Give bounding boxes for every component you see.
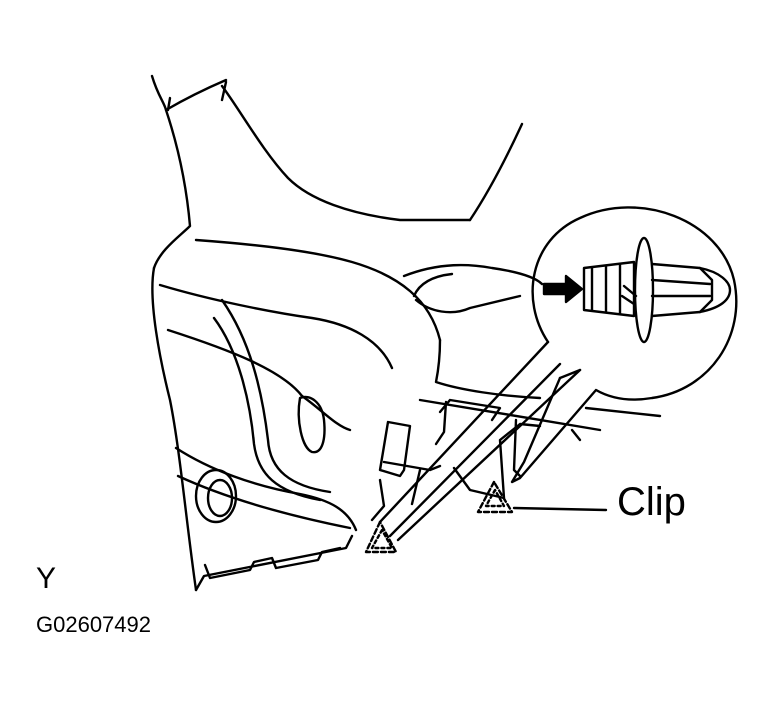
pillar-outline xyxy=(150,74,524,270)
clip-marker-right xyxy=(476,480,514,514)
clip-leader-line xyxy=(512,506,608,512)
clip-label: Clip xyxy=(617,480,686,524)
body-edge xyxy=(418,338,662,442)
clip-detail xyxy=(582,236,732,344)
push-arrow-icon xyxy=(542,274,584,304)
view-letter: Y xyxy=(36,562,57,595)
clip-marker-left xyxy=(364,520,398,554)
panel-hole xyxy=(194,468,238,524)
detail-callout xyxy=(378,206,738,542)
figure-code: G02607492 xyxy=(36,612,151,637)
quarter-trim-panel xyxy=(151,238,544,592)
